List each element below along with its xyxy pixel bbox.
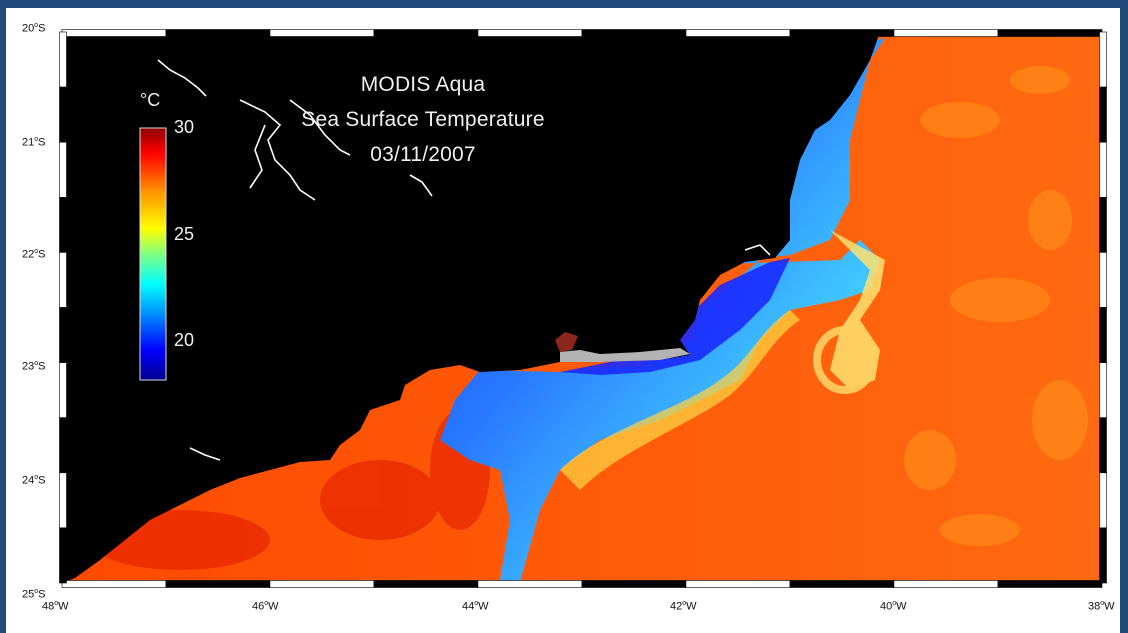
lon-tick-label-48: 48oW xyxy=(42,600,69,613)
scale-bar-segment xyxy=(893,580,999,588)
lon-tick-label-42: 42oW xyxy=(670,600,697,613)
lon-tick-label-38: 38oW xyxy=(1088,600,1115,613)
coastal-lagoons xyxy=(560,348,690,362)
scale-bar-segment xyxy=(59,362,67,419)
colorbar-tick-30: 30 xyxy=(174,117,195,137)
title-line-1: MODIS Aqua xyxy=(360,73,486,96)
deep-cold-core xyxy=(560,258,790,375)
scale-bar-segment xyxy=(477,29,583,37)
scale-bar-segment xyxy=(1099,197,1107,253)
title-line-3: 03/11/2007 xyxy=(370,143,476,166)
scale-bar-segment xyxy=(59,86,67,143)
land-mass xyxy=(62,32,880,583)
lat-tick-label-21: 21oS xyxy=(22,136,46,149)
scale-bar-segment xyxy=(1099,527,1107,584)
scale-bar-segment xyxy=(1099,141,1107,198)
scale-bar-segment xyxy=(1099,86,1107,143)
lat-tick-label-25: 25oS xyxy=(22,588,46,601)
axis-scale-bars xyxy=(59,29,1107,588)
scale-bar-segment xyxy=(1099,31,1107,88)
scale-bar-segment xyxy=(373,29,479,37)
scale-bar-segment xyxy=(165,29,271,37)
lat-tick-label-20: 20oS xyxy=(22,22,46,35)
frame-left-bar xyxy=(0,0,6,633)
scale-bar-segment xyxy=(269,580,375,588)
scale-bar-segment xyxy=(165,580,271,588)
scale-bar-segment xyxy=(59,141,67,198)
lon-tick-label-44: 44oW xyxy=(462,600,489,613)
scale-bar-segment xyxy=(997,580,1103,588)
scale-bar-segment xyxy=(789,29,895,37)
scale-bar-segment xyxy=(997,29,1103,37)
warm-eddies xyxy=(904,66,1088,546)
cold-eddy xyxy=(813,326,877,394)
colorbar-tick-25: 25 xyxy=(174,224,195,244)
frame-right-bar xyxy=(1120,0,1128,633)
scale-bar-segment xyxy=(685,29,791,37)
cold-upwelling-plume xyxy=(440,38,885,582)
rivers xyxy=(157,59,771,461)
scale-bar-segment xyxy=(59,31,67,88)
lat-tick-label-24: 24oS xyxy=(22,474,46,487)
scale-bar-segment xyxy=(59,197,67,253)
scale-bar-segment xyxy=(61,29,167,37)
frame-top-bar xyxy=(0,0,1128,8)
colorbar-unit: °C xyxy=(140,90,161,110)
scale-bar-segment xyxy=(1099,362,1107,419)
scale-bar-segment xyxy=(893,29,999,37)
scale-bar-segment xyxy=(1099,417,1107,474)
lat-tick-label-22: 22oS xyxy=(22,248,46,261)
scale-bar-segment xyxy=(789,580,895,588)
scale-bar-segment xyxy=(59,527,67,584)
scale-bar-segment xyxy=(581,580,687,588)
scale-bar-segment xyxy=(1099,252,1107,308)
scale-bar-segment xyxy=(269,29,375,37)
scale-bar-segment xyxy=(59,472,67,529)
scale-bar-segment xyxy=(59,252,67,308)
title-line-2: Sea Surface Temperature xyxy=(301,108,545,131)
scale-bar-segment xyxy=(61,580,167,588)
scale-bar-segment xyxy=(1099,307,1107,363)
scale-bar-segment xyxy=(59,417,67,474)
bay-marker xyxy=(555,332,578,352)
scale-bar-segment xyxy=(581,29,687,37)
colorbar-tick-20: 20 xyxy=(174,330,195,350)
lat-tick-label-23: 23oS xyxy=(22,360,46,373)
yellow-filament xyxy=(560,310,800,490)
scale-bar-segment xyxy=(1099,472,1107,529)
scale-bar-segment xyxy=(59,307,67,363)
lon-tick-label-46: 46oW xyxy=(252,600,279,613)
lon-tick-label-40: 40oW xyxy=(880,600,907,613)
scale-bar-segment xyxy=(685,580,791,588)
scale-bar-segment xyxy=(477,580,583,588)
colorbar xyxy=(139,127,167,381)
scale-bar-segment xyxy=(373,580,479,588)
